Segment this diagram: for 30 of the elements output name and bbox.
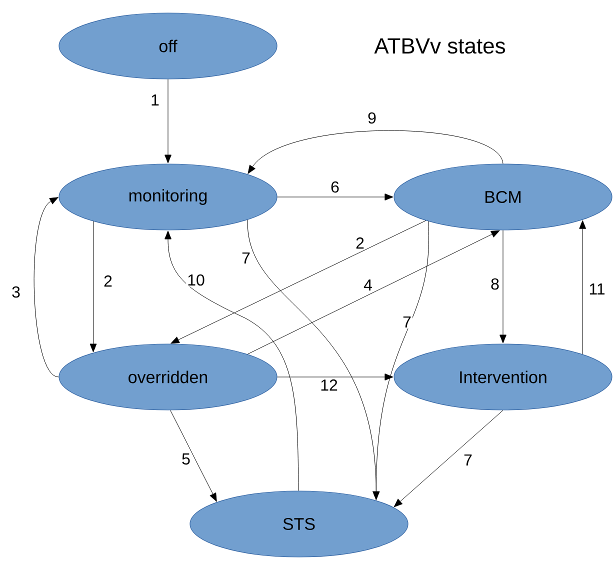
edge-label: 2 (354, 236, 366, 250)
title: ATBVv states (374, 38, 506, 54)
edge-label: 7 (240, 252, 252, 264)
arrow (164, 79, 172, 164)
arrow (579, 220, 586, 354)
edge-label: 9 (366, 111, 378, 125)
edge-label: 10 (186, 273, 206, 287)
arrow (164, 230, 299, 491)
edge-label: 12 (319, 378, 339, 392)
edge-label: 1 (150, 94, 160, 106)
arrow (247, 230, 500, 354)
edge-label: 7 (462, 454, 474, 466)
arrow (277, 374, 394, 380)
arrow (372, 221, 429, 500)
edge-label: 7 (402, 316, 412, 328)
arrow (248, 130, 504, 174)
arrow (170, 220, 426, 344)
edge-label: 4 (362, 278, 374, 292)
arrow (170, 410, 217, 502)
edge-label: 8 (490, 277, 500, 291)
edge-label: 5 (180, 452, 192, 466)
arrow (500, 230, 506, 344)
edge-label: 2 (102, 274, 114, 288)
arrow (34, 197, 59, 378)
arrow (90, 221, 97, 352)
edge-label: 6 (330, 180, 340, 194)
edge-label: 3 (10, 285, 22, 299)
edge-label: 11 (588, 282, 606, 296)
arrow (277, 194, 394, 200)
arrow (394, 410, 504, 508)
